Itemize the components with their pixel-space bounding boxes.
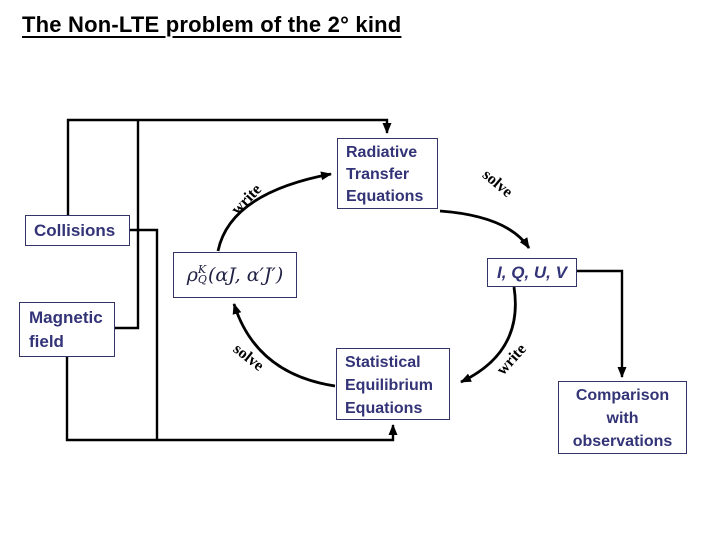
arc-solve-see-to-formula xyxy=(232,303,336,388)
connector-magnetic-to-top-line xyxy=(115,119,140,330)
rte-line: Transfer xyxy=(346,166,410,183)
formula-arguments: (αJ, α′J′) xyxy=(207,264,284,286)
statistical-equilibrium-equations-box: Statistical Equilibrium Equations xyxy=(336,348,450,420)
comparison-line: Comparison xyxy=(575,387,670,404)
stokes-parameters-label: I, Q, U, V xyxy=(497,262,567,282)
collisions-label: Collisions xyxy=(34,220,116,240)
arc-write-formula-to-rte xyxy=(216,171,332,252)
stokes-parameters-box: I, Q, U, V xyxy=(487,258,577,287)
connector-magnetic-to-see xyxy=(65,357,398,442)
magnetic-field-line: field xyxy=(29,332,64,351)
magnetic-field-line: Magnetic xyxy=(29,308,103,327)
formula-rho: ρ xyxy=(186,264,198,286)
comparison-line: observations xyxy=(572,433,673,450)
formula-subscript: Q xyxy=(197,273,207,286)
see-line: Statistical xyxy=(345,354,421,371)
connector-collisions-to-bottom-line xyxy=(130,228,159,441)
connector-iquv-to-comparison xyxy=(577,269,627,378)
magnetic-field-box: Magnetic field xyxy=(19,302,115,357)
arc-write-iquv-to-see xyxy=(460,286,517,384)
slide-title: The Non-LTE problem of the 2° kind xyxy=(22,12,402,37)
rte-line: Radiative xyxy=(346,144,418,161)
collisions-box: Collisions xyxy=(25,215,130,246)
radiative-transfer-equations-box: Radiative Transfer Equations xyxy=(337,138,438,209)
see-line: Equations xyxy=(345,400,423,417)
arc-solve-rte-to-iquv xyxy=(439,209,531,249)
formula-superscript: K xyxy=(197,263,207,276)
rte-line: Equations xyxy=(346,188,424,205)
see-line: Equilibrium xyxy=(345,377,433,394)
connector-collisions-to-rte xyxy=(66,118,392,216)
comparison-observations-box: Comparison with observations xyxy=(558,381,687,454)
comparison-line: with xyxy=(606,410,639,427)
